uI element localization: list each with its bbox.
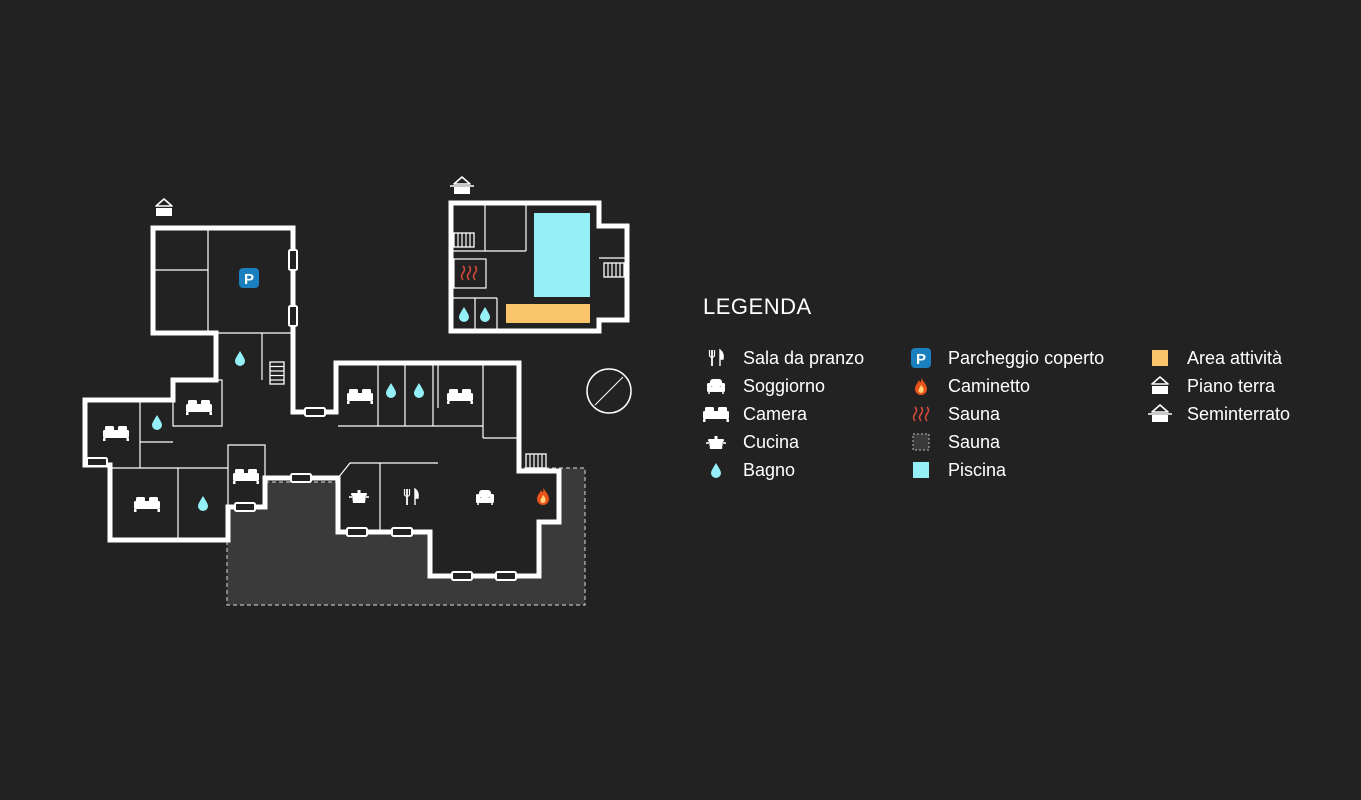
basement-floor-plan <box>448 176 630 334</box>
water-drop-icon <box>711 463 721 478</box>
legend-label: Area attività <box>1187 347 1283 368</box>
activity-area <box>506 304 590 323</box>
window <box>346 527 368 537</box>
compass-icon <box>586 368 632 414</box>
basement-icon <box>449 176 475 195</box>
legend-item-dining: Sala da pranzo <box>703 344 864 372</box>
legend-item-basement: Seminterrato <box>1147 400 1290 428</box>
cooking-pot-icon <box>705 435 727 450</box>
legend-label: Caminetto <box>948 375 1031 396</box>
parking-icon <box>239 268 259 288</box>
bed-icon <box>703 407 729 422</box>
pool-area <box>534 213 590 297</box>
legend-label: Piano terra <box>1187 375 1276 396</box>
legend-label: Parcheggio coperto <box>948 347 1105 368</box>
legend-item-terrace: Sauna <box>908 428 1104 456</box>
legend-label: Seminterrato <box>1187 403 1291 424</box>
stairs-icon <box>525 453 547 469</box>
terrace-swatch-icon <box>912 433 930 451</box>
window <box>290 473 312 483</box>
parking-icon <box>911 348 931 368</box>
ground-floor-icon <box>1151 376 1169 395</box>
legend-item-fireplace: Caminetto <box>908 372 1104 400</box>
legend-item-ground-floor: Piano terra <box>1147 372 1290 400</box>
legend-label: Cucina <box>743 431 800 452</box>
living-room-icon <box>706 378 726 395</box>
window <box>304 407 326 417</box>
legend-item-pool: Piscina <box>908 456 1104 484</box>
legend-title: LEGENDA <box>703 294 812 319</box>
window <box>288 305 298 327</box>
legend-label: Sala da pranzo <box>743 347 865 368</box>
legend-item-sauna: Sauna <box>908 400 1104 428</box>
legend-label: Bagno <box>743 459 796 480</box>
legend-item-living: Soggiorno <box>703 372 864 400</box>
window <box>234 502 256 512</box>
window <box>86 457 108 467</box>
activity-area-swatch-icon <box>1152 350 1168 366</box>
window <box>391 527 413 537</box>
window <box>288 249 298 271</box>
legend-label: Soggiorno <box>743 375 826 396</box>
legend-column-3: Area attività Piano terra Seminterrato <box>1147 344 1290 428</box>
legend-item-parking: Parcheggio coperto <box>908 344 1104 372</box>
dining-icon <box>708 349 725 367</box>
ground-floor-icon <box>155 198 173 217</box>
legend-item-bedroom: Camera <box>703 400 864 428</box>
legend-label: Sauna <box>948 431 1001 452</box>
legend-column-1: Sala da pranzo Soggiorno Camera Cucina B… <box>703 344 864 484</box>
window <box>451 571 473 581</box>
legend-item-bathroom: Bagno <box>703 456 864 484</box>
legend-item-activity-area: Area attività <box>1147 344 1290 372</box>
sauna-heat-icon <box>912 406 930 422</box>
window <box>495 571 517 581</box>
interior-walls <box>112 230 517 540</box>
legend-label: Camera <box>743 403 808 424</box>
fireplace-icon <box>915 378 927 395</box>
legend-column-2: Parcheggio coperto Caminetto Sauna Sauna… <box>908 344 1104 484</box>
basement-icon <box>1147 404 1173 423</box>
pool-swatch-icon <box>913 462 929 478</box>
legend-item-kitchen: Cucina <box>703 428 864 456</box>
legend-label: Piscina <box>948 459 1007 480</box>
basement-interior-walls <box>453 205 625 329</box>
ground-floor-plan <box>82 198 586 606</box>
legend-label: Sauna <box>948 403 1001 424</box>
